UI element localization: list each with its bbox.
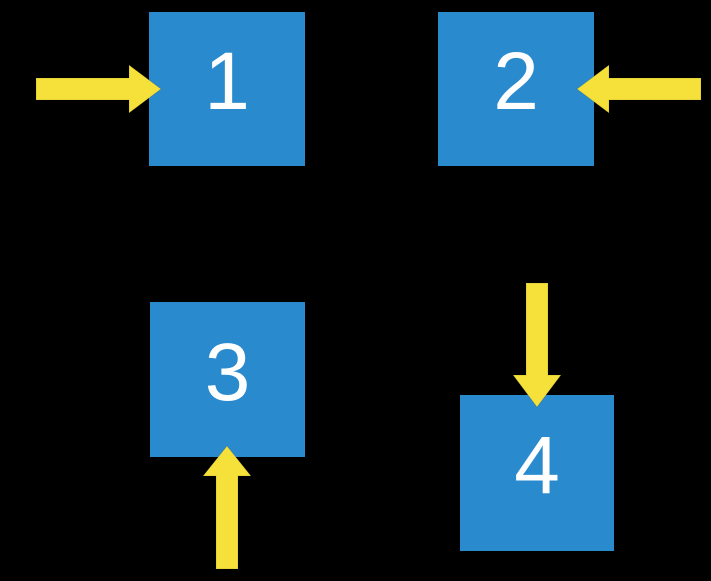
arrow-left-icon — [576, 64, 702, 114]
square-3-label: 3 — [204, 326, 251, 418]
arrow-up-icon — [201, 445, 253, 570]
square-4: 4 — [460, 395, 614, 551]
arrow-right-icon — [35, 64, 162, 114]
square-2: 2 — [438, 12, 594, 166]
square-1-label: 1 — [204, 36, 250, 127]
square-4-label: 4 — [514, 420, 560, 511]
square-3: 3 — [150, 302, 305, 457]
square-1: 1 — [149, 12, 305, 166]
arrow-down-icon — [512, 282, 562, 408]
square-2-label: 2 — [493, 36, 539, 127]
